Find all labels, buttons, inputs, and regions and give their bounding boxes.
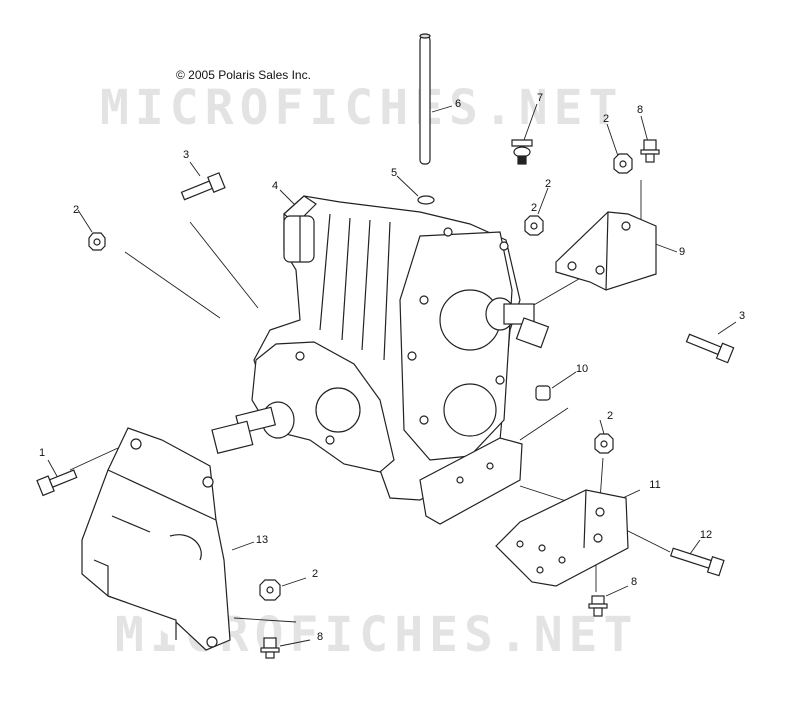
callout-label: 3 (182, 149, 190, 161)
bolt-12-part (670, 547, 725, 577)
watermark-top: MICROFICHES.NET (100, 80, 624, 136)
callout-label: 12 (699, 529, 713, 541)
callout-label: 8 (630, 576, 638, 588)
spacer-part (535, 385, 551, 401)
callout-label: 6 (454, 98, 462, 110)
callout-label: 7 (536, 92, 544, 104)
washer-part (417, 195, 435, 205)
callout-label: 8 (316, 631, 324, 643)
bracket-9 (555, 211, 657, 291)
callout-label: 2 (544, 178, 552, 190)
callout-label: 13 (255, 534, 269, 546)
callout-label: 9 (678, 246, 686, 258)
callout-label: 2 (606, 410, 614, 422)
copyright-text: © 2005 Polaris Sales Inc. (176, 68, 311, 82)
rod-part (419, 33, 431, 165)
bracket-13 (81, 427, 231, 651)
callout-label: 10 (575, 363, 589, 375)
callout-label: 3 (738, 310, 746, 322)
clip-part (511, 139, 533, 165)
callout-label: 2 (602, 113, 610, 125)
bolt-1-part (36, 469, 78, 497)
callout-label: 4 (271, 180, 279, 192)
callout-label: 1 (38, 447, 46, 459)
hex-bolt-parts (180, 172, 735, 364)
callout-label: 2 (311, 568, 319, 580)
bracket-11 (495, 489, 629, 587)
callout-label: 8 (636, 104, 644, 116)
callout-label: 2 (72, 204, 80, 216)
nut-parts (88, 153, 633, 601)
flange-bolt-parts (260, 139, 660, 659)
transmission-assembly (211, 195, 550, 525)
callout-label: 11 (649, 479, 661, 491)
callout-label: 5 (390, 167, 398, 179)
callout-label: 2 (530, 202, 538, 214)
